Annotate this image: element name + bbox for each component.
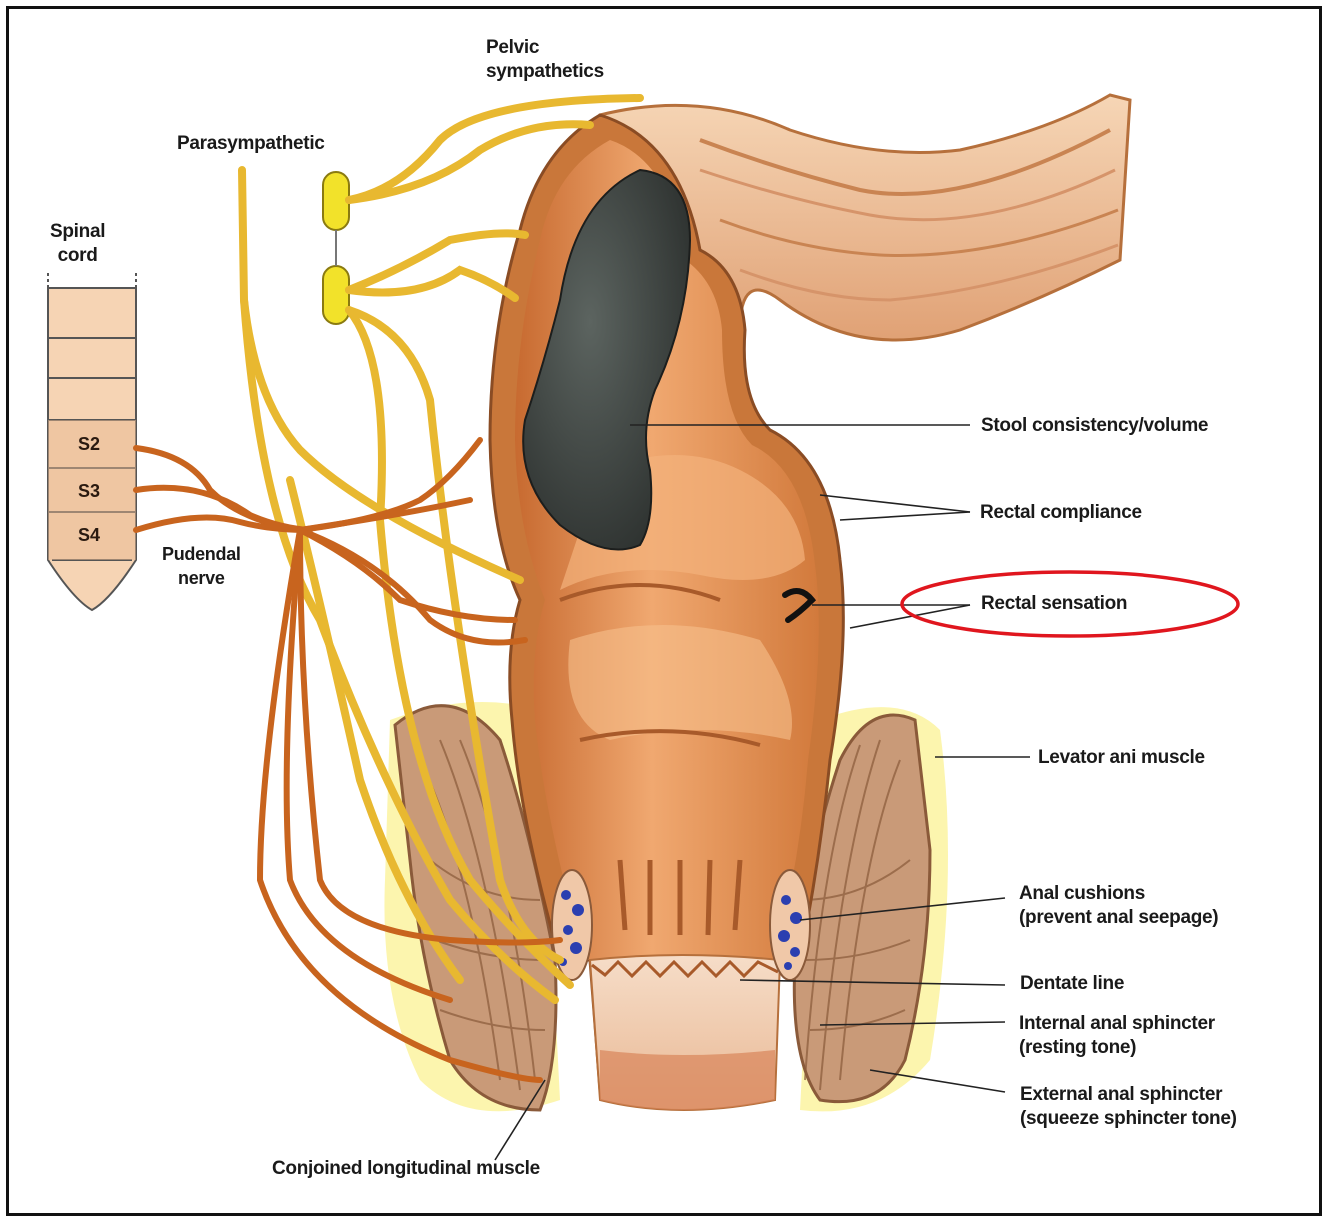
label-anal-cushions: Anal cushions (prevent anal seepage) xyxy=(1019,882,1218,930)
label-pudendal-nerve: Pudendal nerve xyxy=(162,542,241,590)
label-line: (squeeze sphincter tone) xyxy=(1020,1107,1237,1131)
label-line: cord xyxy=(50,244,105,268)
label-line: Pelvic xyxy=(486,36,604,60)
label-external-sphincter: External anal sphincter (squeeze sphinct… xyxy=(1020,1083,1237,1131)
label-rectal-sensation: Rectal sensation xyxy=(981,592,1127,616)
label-line: Spinal xyxy=(50,220,105,244)
label-conjoined-muscle: Conjoined longitudinal muscle xyxy=(272,1157,540,1181)
segment-s3: S3 xyxy=(78,481,100,502)
label-rectal-compliance: Rectal compliance xyxy=(980,501,1142,525)
segment-s2: S2 xyxy=(78,434,100,455)
segment-s4: S4 xyxy=(78,525,100,546)
label-line: sympathetics xyxy=(486,60,604,84)
label-spinal-cord: Spinal cord xyxy=(50,220,105,268)
label-line: (resting tone) xyxy=(1019,1036,1215,1060)
label-stool-consistency: Stool consistency/volume xyxy=(981,414,1208,438)
label-line: Anal cushions xyxy=(1019,882,1218,906)
label-internal-sphincter: Internal anal sphincter (resting tone) xyxy=(1019,1012,1215,1060)
label-levator-ani: Levator ani muscle xyxy=(1038,746,1205,770)
label-pelvic-sympathetics: Pelvic sympathetics xyxy=(486,36,604,84)
label-dentate-line: Dentate line xyxy=(1020,972,1124,996)
label-line: (prevent anal seepage) xyxy=(1019,906,1218,930)
label-line: External anal sphincter xyxy=(1020,1083,1237,1107)
label-line: Pudendal xyxy=(162,542,241,566)
label-line: Internal anal sphincter xyxy=(1019,1012,1215,1036)
label-line: nerve xyxy=(162,566,241,590)
label-parasympathetic: Parasympathetic xyxy=(177,132,325,156)
